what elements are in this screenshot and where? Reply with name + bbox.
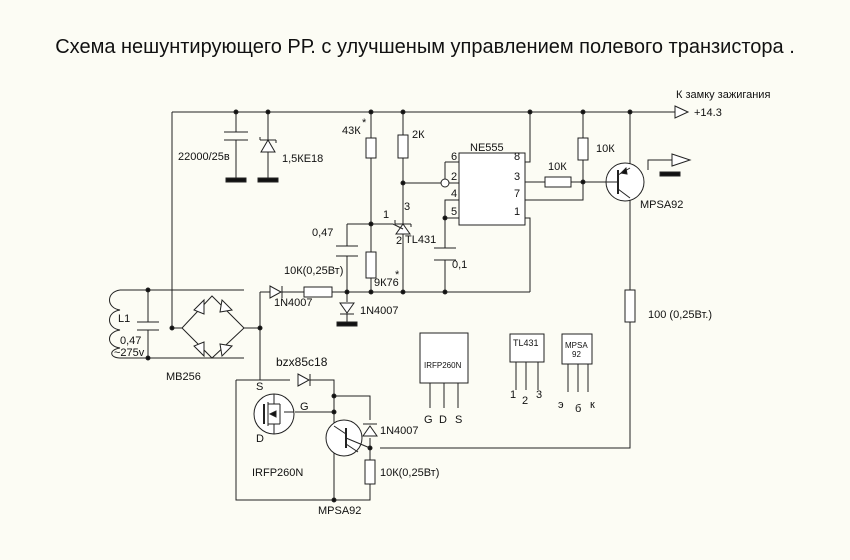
label-fet-g: G [300, 401, 309, 413]
label-r10k-025: 10К(0,25Вт) [284, 265, 343, 277]
output-terminal-icon [674, 105, 690, 119]
ground-icon [225, 177, 247, 183]
pkg-s: S [455, 414, 462, 426]
tl-pkg-2: 2 [522, 395, 528, 407]
tl-pin-3: 3 [404, 201, 410, 213]
label-fet-s: S [256, 381, 263, 393]
label-r100: 100 (0,25Вт.) [648, 309, 712, 321]
capacitor-047 [336, 245, 358, 257]
pin-5: 5 [451, 206, 457, 218]
wires [120, 111, 675, 501]
label-r9k76: 9К76 [374, 277, 399, 289]
diode-1n4007-c [362, 423, 378, 437]
ground-flag-icon [671, 153, 692, 167]
resistor-10k-bottom [364, 459, 376, 485]
resistor-10k-base [544, 176, 572, 188]
label-mpsa-pkg-b: 92 [572, 350, 581, 359]
label-r10k-a: 10К [548, 161, 567, 173]
pin2-marker [440, 178, 450, 188]
label-mb256: MB256 [166, 371, 201, 383]
ne555-chip [458, 152, 526, 226]
label-vsupply: +14.3 [694, 107, 722, 119]
label-mpsa92-top: MPSA92 [640, 199, 683, 211]
mpsa92-top [605, 162, 645, 202]
resistor-43k [365, 137, 377, 159]
tl-pkg-3: 3 [536, 389, 542, 401]
capacitor-main [224, 131, 248, 141]
bridge-mb256 [181, 295, 245, 359]
label-c275-b: ~275v [114, 347, 145, 359]
label-irfp-pkg: IRFP260N [424, 361, 462, 370]
pkg-g: G [424, 414, 433, 426]
pin-8: 8 [514, 151, 520, 163]
label-mpsa-pkg-a: MPSA [565, 341, 588, 350]
label-tl431-pkg: TL431 [513, 338, 539, 348]
capacitor-01 [434, 247, 456, 261]
mpsa-pkg-k: к [590, 399, 595, 411]
capacitor-275v [137, 321, 159, 331]
tvs-diode [259, 137, 277, 153]
diode-1n4007-b [339, 302, 355, 315]
mpsa-pkg-e: э [558, 399, 564, 411]
diagram-title: Схема нешунтирующего РР. с улучшеным упр… [55, 36, 795, 58]
label-star-a: * [362, 117, 367, 129]
label-c275-a: 0,47 [120, 335, 141, 347]
resistor-9k76 [365, 251, 377, 279]
pin-1: 1 [514, 206, 520, 218]
label-r10k-b: 10К [596, 143, 615, 155]
mpsa92-package [561, 333, 593, 392]
resistor-100 [624, 289, 636, 323]
diode-1n4007-a [269, 285, 283, 299]
labels: К замку зажигания +14.3 22000/25в 1,5КЕ1… [114, 89, 770, 517]
label-mpsa92-bot: MPSA92 [318, 505, 361, 517]
pin-4: 4 [451, 188, 457, 200]
label-ignition: К замку зажигания [676, 89, 770, 101]
label-fet-d: D [256, 433, 264, 445]
resistor-2k [397, 134, 409, 159]
tl431-package [509, 333, 545, 390]
pin-6: 6 [451, 151, 457, 163]
label-1n4007-c: 1N4007 [380, 425, 419, 437]
ground-icon [257, 177, 279, 183]
tl431-symbol [392, 220, 412, 235]
tl-pkg-1: 1 [510, 389, 516, 401]
label-irfp: IRFP260N [252, 467, 303, 479]
label-c047: 0,47 [312, 227, 333, 239]
pin-3: 3 [514, 171, 520, 183]
resistor-10k-025 [303, 286, 333, 298]
label-1n4007-a: 1N4007 [274, 297, 313, 309]
pkg-d: D [439, 414, 447, 426]
label-r2k: 2К [412, 129, 425, 141]
ground-icon [336, 321, 358, 327]
label-r43k: 43К [342, 125, 361, 137]
label-l1: L1 [118, 313, 130, 325]
label-star-b: * [395, 269, 400, 281]
label-bzx: bzx85c18 [276, 355, 328, 369]
junction-dots [145, 109, 633, 503]
label-tvs: 1,5КЕ18 [282, 153, 323, 165]
label-r10k-025-b: 10К(0,25Вт) [380, 467, 439, 479]
pin-7: 7 [514, 188, 520, 200]
mpsa92-bottom [325, 419, 371, 457]
mpsa-pkg-b: б [575, 403, 581, 415]
pin-2: 2 [451, 171, 457, 183]
label-c-main: 22000/25в [178, 151, 230, 163]
label-1n4007-b: 1N4007 [360, 305, 399, 317]
tl-pin-1: 1 [383, 209, 389, 221]
zener-bzx85c18 [297, 373, 311, 387]
label-c01: 0,1 [452, 259, 467, 271]
irfp260n-package [419, 332, 469, 408]
label-ne555: NE555 [470, 142, 504, 154]
label-tl431: TL431 [405, 234, 436, 246]
tl-pin-2: 2 [396, 235, 402, 247]
mosfet-irfp260n [253, 393, 295, 435]
coil-l1 [109, 289, 121, 359]
resistor-10k-right [577, 137, 589, 161]
ground-icon [659, 171, 681, 177]
